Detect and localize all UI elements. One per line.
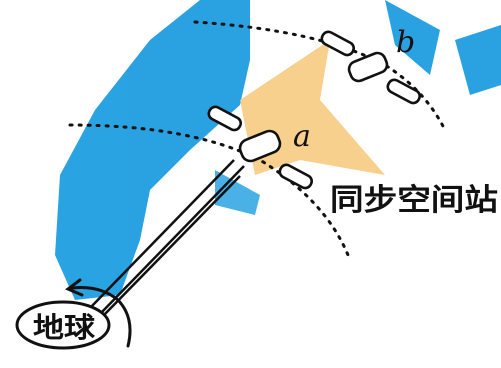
satellite-b-panel-bottom: [386, 78, 422, 105]
watermark-blue-lower: [215, 170, 260, 215]
watermark-blue-right-2: [455, 25, 501, 95]
earth-label: 地球: [33, 311, 96, 344]
tether-line-3: [102, 175, 241, 317]
satellite-a-body: [238, 129, 282, 163]
satellite-a-panel-top: [207, 105, 243, 132]
satellite-b-panel-top: [320, 30, 356, 57]
rotation-arrow: [65, 278, 132, 348]
watermark-blue-swoosh: [55, 0, 250, 300]
earth-circle: [15, 300, 111, 350]
station-label: 同步空间站: [330, 183, 498, 218]
satellite-a-panel-bottom: [278, 163, 314, 190]
tether: [89, 159, 245, 317]
earth: 地球: [15, 300, 111, 350]
satellite-b: [320, 30, 422, 105]
rotation-arrowhead-icon: [65, 278, 84, 297]
watermark: [55, 0, 501, 300]
point-a-label: a: [293, 119, 311, 154]
satellite-b-body: [347, 51, 389, 83]
watermark-blue-right: [385, 0, 440, 75]
satellite-a: [207, 105, 314, 190]
tether-line-2: [99, 165, 245, 315]
point-b-label: b: [396, 25, 415, 60]
rotation-arc: [70, 286, 132, 348]
tether-line-1: [89, 159, 235, 309]
